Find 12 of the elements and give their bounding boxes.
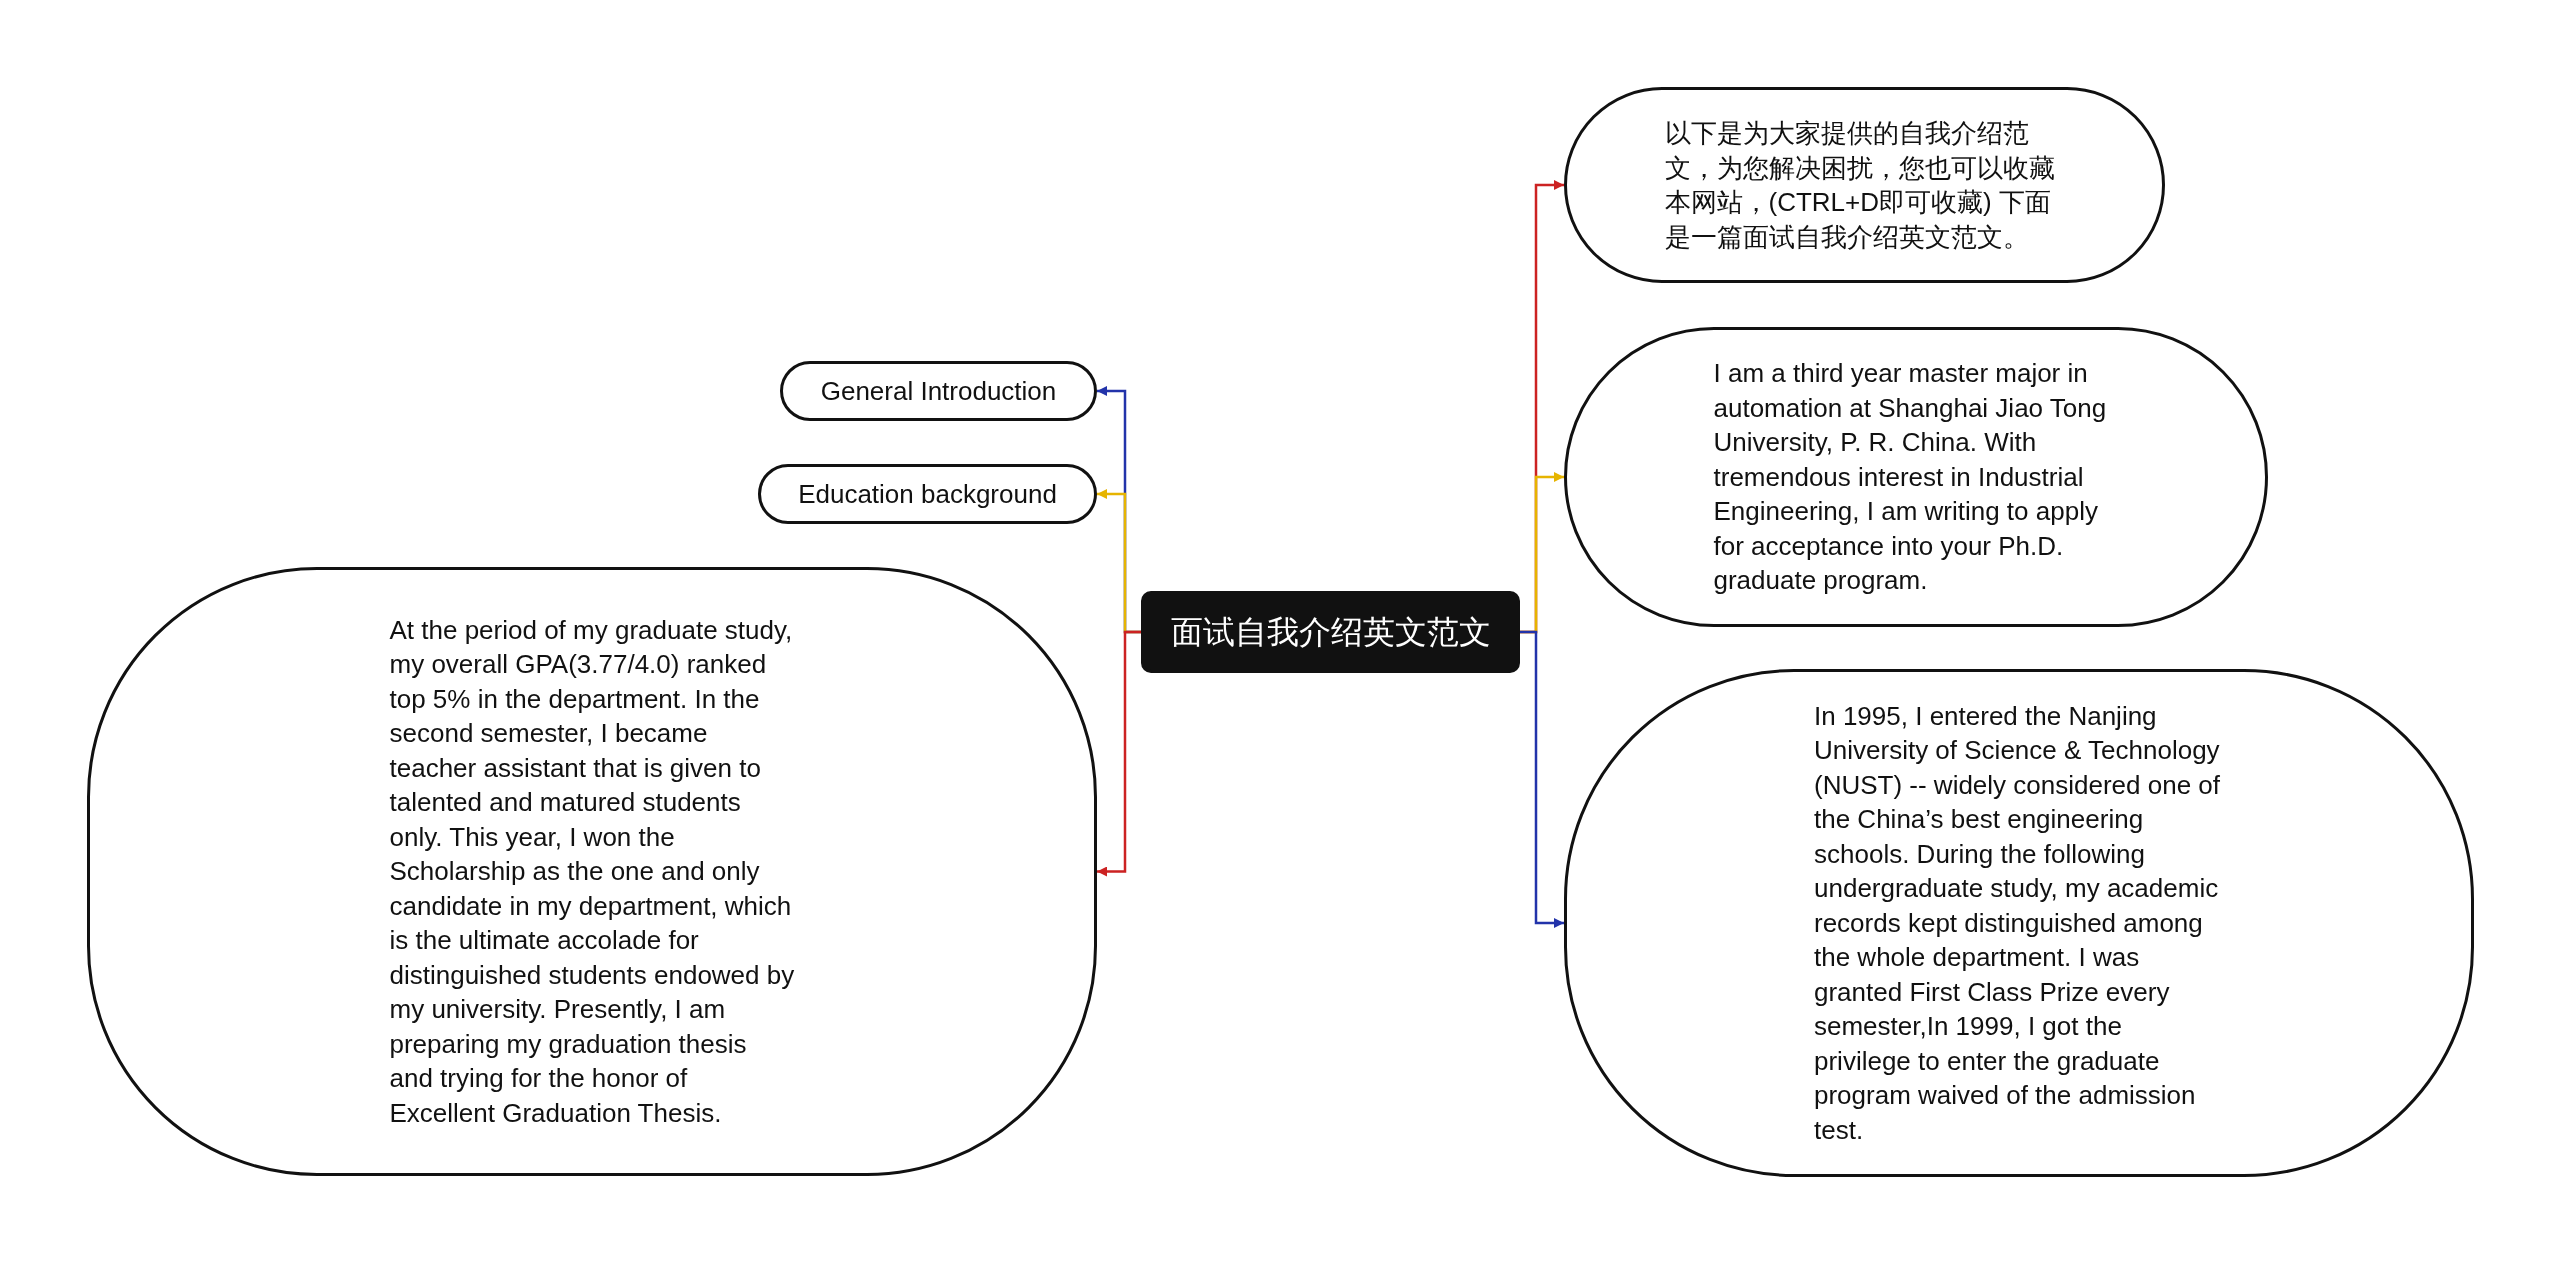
topic-box <box>758 464 1097 524</box>
central-topic <box>1141 591 1520 673</box>
connector-arrow <box>1520 630 1564 928</box>
topic-text: 以下是为大家提供的自我介绍范文，为您解决困扰，您也可以收藏本网站，(CTRL+D即可收藏) 下面是一篇面试自我介绍英文范文。 <box>1664 117 2056 254</box>
topic-text: In 1995, I entered the Nanjing University of Science & Technology (NUST) -- widely considered one of the China’s best engineering schools. During the following undergraduate study, my academic records kept distinguished among the whole department. I was granted First Class Prize every semester,In 1999, I got the privilege to enter the graduate program waived of the admission test. <box>1814 699 2222 1147</box>
topic-box <box>780 361 1097 421</box>
topic-text: Education background <box>798 477 1057 511</box>
topic-text: I am a third year master major in automation at Shanghai Jiao Tong University, P. R. China. With tremendous interest in Industrial Engineering, I am writing to apply for acceptance into your Ph.D. graduate program. <box>1713 357 2108 598</box>
topic-text: At the period of my graduate study, my overall GPA(3.77/4.0) ranked top 5% in the department. In the second semester, I became teacher assistant that is given to talented and matured students only. This year, I won the Scholarship as the one and only candidate in my department, which is the ultimate accolade for distinguished students endowed by my university. Presently, I am preparing my graduation thesis and trying for the honor of Excellent Graduation Thesis. <box>389 613 795 1130</box>
topic-text: 面试自我介绍英文范文 <box>1170 614 1491 650</box>
connector-arrow <box>1097 630 1141 877</box>
topic-text: General Introduction <box>820 374 1057 408</box>
